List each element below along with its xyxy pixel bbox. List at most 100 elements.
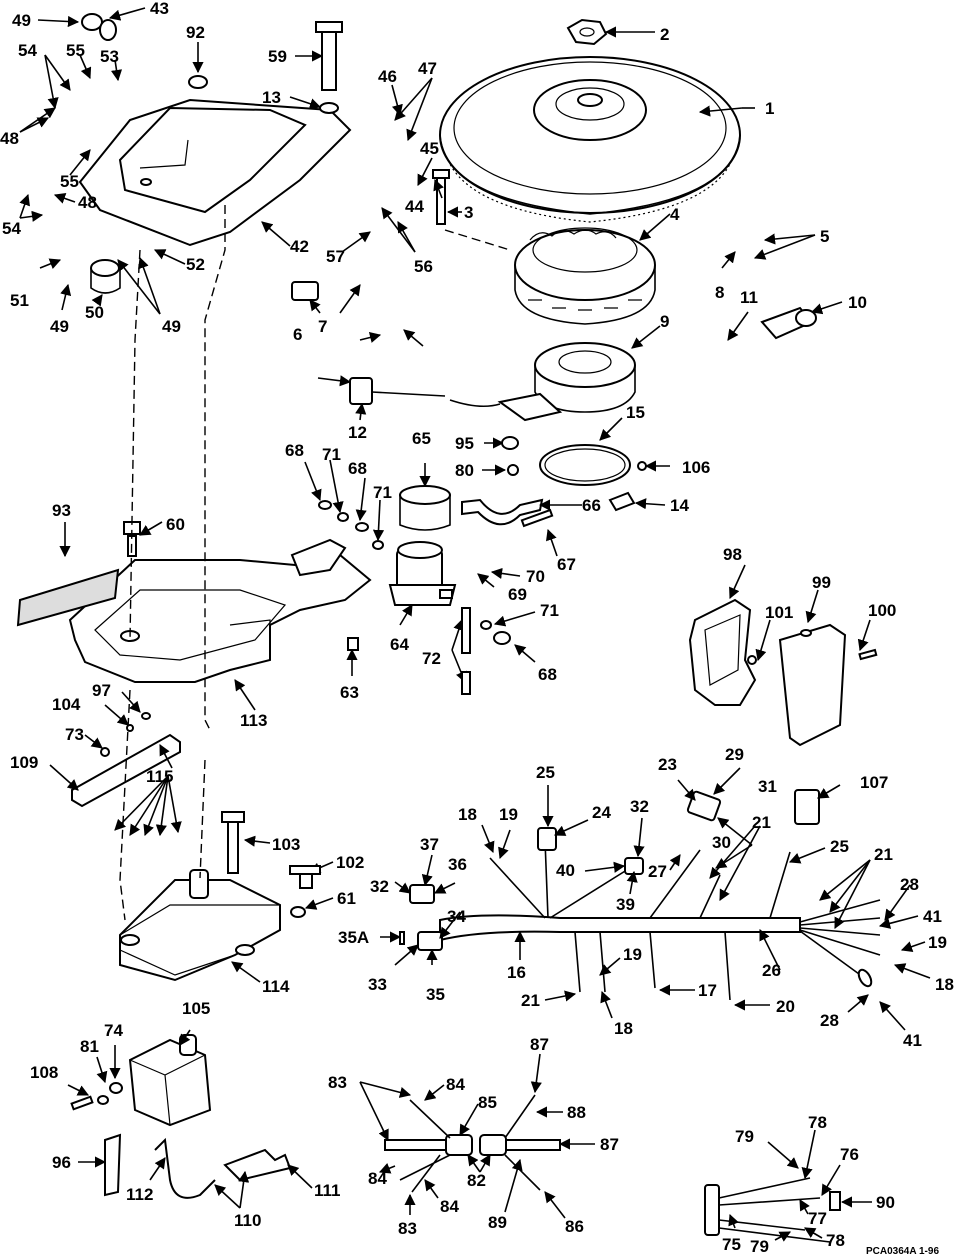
callout-98: 98 — [723, 545, 742, 564]
part-screw-3 — [432, 169, 450, 225]
callout-18a: 18 — [458, 805, 477, 824]
callout-19c: 19 — [928, 933, 947, 952]
callout-55a: 55 — [66, 41, 85, 60]
callout-1: 1 — [765, 99, 774, 118]
callout-93: 93 — [52, 501, 71, 520]
callout-40: 40 — [556, 861, 575, 880]
part-terminal-block-109 — [71, 733, 181, 808]
callout-53: 53 — [100, 47, 119, 66]
callout-55b: 55 — [60, 172, 79, 191]
callout-21b: 21 — [874, 845, 893, 864]
callout-37: 37 — [420, 835, 439, 854]
callout-2: 2 — [660, 25, 669, 44]
part-connector-10 — [760, 306, 817, 340]
callout-60: 60 — [166, 515, 185, 534]
callout-84a: 84 — [446, 1075, 465, 1094]
callout-71c: 71 — [540, 601, 559, 620]
callout-19a: 19 — [499, 805, 518, 824]
callout-21c: 21 — [521, 991, 540, 1010]
part-spark-plug-lead-110 — [154, 1137, 292, 1199]
part-decal-93 — [16, 568, 120, 627]
callout-89: 89 — [488, 1213, 507, 1232]
callout-4: 4 — [670, 205, 680, 224]
callout-87b: 87 — [600, 1135, 619, 1154]
callout-106: 106 — [682, 458, 710, 477]
callout-78b: 78 — [826, 1231, 845, 1250]
callout-28a: 28 — [900, 875, 919, 894]
callout-90: 90 — [876, 1193, 895, 1212]
callout-16: 16 — [507, 963, 526, 982]
callout-113: 113 — [240, 711, 267, 730]
part-flywheel — [439, 56, 741, 223]
callout-81: 81 — [80, 1037, 99, 1056]
callout-13: 13 — [262, 88, 281, 107]
callout-30: 30 — [712, 833, 731, 852]
callout-28b: 28 — [820, 1011, 839, 1030]
callout-86: 86 — [565, 1217, 584, 1236]
callout-32a: 32 — [630, 797, 649, 816]
callout-72: 72 — [422, 649, 441, 668]
callout-43: 43 — [150, 0, 169, 18]
callout-17: 17 — [698, 981, 717, 1000]
callout-57: 57 — [326, 247, 345, 266]
callout-76: 76 — [840, 1145, 859, 1164]
callout-54b: 54 — [2, 219, 21, 238]
callout-107: 107 — [860, 773, 888, 792]
callout-80: 80 — [455, 461, 474, 480]
callout-92: 92 — [186, 23, 205, 42]
callout-48a: 48 — [0, 129, 19, 148]
callout-83b: 83 — [398, 1219, 417, 1238]
part-bushing-65 — [399, 485, 451, 531]
callout-79b: 79 — [750, 1237, 769, 1256]
callout-8: 8 — [715, 283, 724, 302]
callout-95: 95 — [455, 434, 474, 453]
callout-64: 64 — [390, 635, 409, 654]
part-ignition-coil-105 — [128, 1034, 212, 1127]
callout-103: 103 — [272, 835, 300, 854]
part-clamp-96 — [104, 1133, 122, 1197]
callout-11: 11 — [740, 288, 758, 307]
callout-18c: 18 — [935, 975, 954, 994]
callout-73: 73 — [65, 725, 84, 744]
callout-52: 52 — [186, 255, 205, 274]
callout-115: 115 — [146, 767, 173, 786]
callout-65: 65 — [412, 429, 431, 448]
part-flywheel-nut — [566, 18, 608, 46]
part-power-pack-42 — [78, 98, 352, 247]
callout-112: 112 — [126, 1185, 153, 1204]
callout-100: 100 — [868, 601, 896, 620]
callout-66: 66 — [582, 496, 601, 515]
callout-83a: 83 — [328, 1073, 347, 1092]
callout-67: 67 — [557, 555, 576, 574]
part-retaining-ring — [539, 444, 631, 486]
callout-25b: 25 — [830, 837, 849, 856]
callout-68c: 68 — [538, 665, 557, 684]
callout-50: 50 — [85, 303, 104, 322]
callout-99: 99 — [812, 573, 831, 592]
callout-24: 24 — [592, 803, 611, 822]
callout-63: 63 — [340, 683, 359, 702]
callout-96: 96 — [52, 1153, 71, 1172]
part-cover-99 — [778, 623, 847, 747]
callout-29: 29 — [725, 745, 744, 764]
part-connector-12 — [349, 377, 446, 405]
small-hardware — [70, 21, 878, 1111]
part-bracket-98 — [688, 598, 757, 706]
part-wiring-harness-16 — [409, 789, 881, 1001]
callout-54a: 54 — [18, 41, 37, 60]
callout-31: 31 — [758, 777, 777, 796]
callout-104: 104 — [52, 695, 81, 714]
part-stator — [514, 227, 656, 325]
callout-18b: 18 — [614, 1019, 633, 1038]
callout-110: 110 — [234, 1211, 261, 1230]
callout-48b: 48 — [78, 193, 97, 212]
callout-39: 39 — [616, 895, 635, 914]
leader-lines — [19, 7, 931, 1242]
part-connector-50 — [90, 259, 121, 294]
callout-77: 77 — [808, 1209, 827, 1228]
callout-35a: 35A — [338, 928, 369, 947]
callout-101: 101 — [765, 603, 793, 622]
callout-47: 47 — [418, 59, 437, 78]
callout-79a: 79 — [735, 1127, 754, 1146]
